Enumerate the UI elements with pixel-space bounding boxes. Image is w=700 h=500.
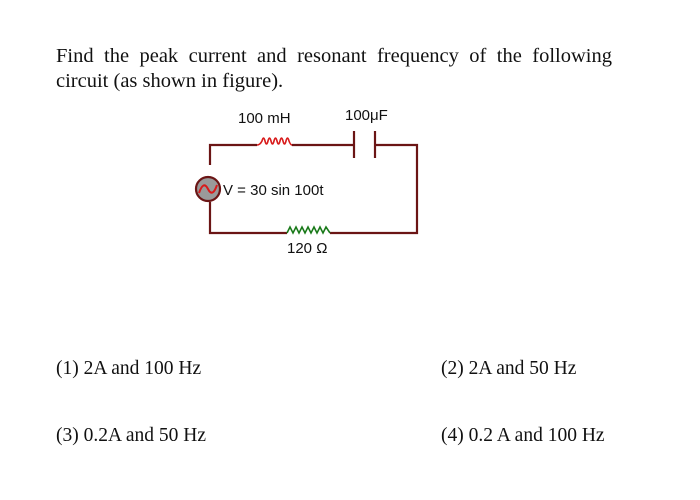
option-1: (1) 2A and 100 Hz bbox=[56, 358, 202, 379]
option-4: (4) 0.2 A and 100 Hz bbox=[441, 425, 605, 446]
inductor-label: 100 mH bbox=[238, 110, 291, 127]
source-label: V = 30 sin 100t bbox=[223, 182, 324, 199]
sine-wave-icon bbox=[198, 184, 218, 194]
wire-top-left bbox=[208, 143, 257, 165]
capacitor-label: 100μF bbox=[345, 107, 388, 124]
inductor-coil bbox=[256, 137, 293, 146]
resistor-label: 120 Ω bbox=[287, 240, 327, 257]
wire-top-right bbox=[330, 143, 419, 235]
wire-bottom-left bbox=[208, 202, 287, 235]
resistor-zigzag bbox=[286, 225, 331, 235]
option-3: (3) 0.2A and 50 Hz bbox=[56, 425, 207, 446]
question-text: Find the peak current and resonant frequ… bbox=[56, 45, 612, 92]
option-2: (2) 2A and 50 Hz bbox=[441, 358, 577, 379]
